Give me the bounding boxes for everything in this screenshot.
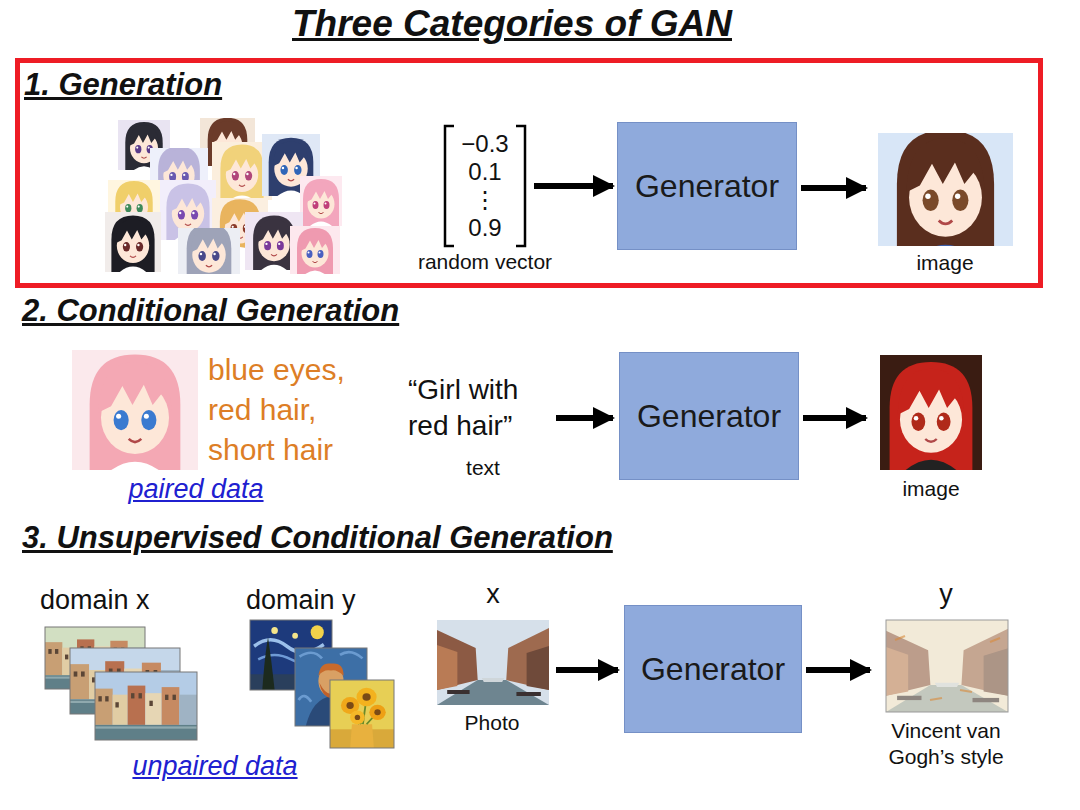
right-bracket [516,126,525,246]
painting-stack [250,620,394,748]
photo-stack [45,627,197,740]
output-caption: image [916,250,973,275]
generated-image [878,122,1013,257]
section-heading: 2. Conditional Generation [22,292,399,329]
painted-image [886,620,1008,712]
output-caption: image [902,476,959,501]
face-collage [103,115,346,283]
condition-text: “Girl with red hair” [408,372,558,445]
data-note: paired data [128,473,263,505]
generator-label: Generator [637,397,781,435]
vector-value: 0.9 [468,214,501,242]
section-heading: 3. Unsupervised Conditional Generation [22,519,613,556]
generator-box: Generator [624,605,802,733]
input-caption: Photo [465,710,520,735]
vector-caption: random vector [418,249,552,274]
variable-label: x [486,578,500,610]
data-note: unpaired data [132,750,297,782]
domain-label: domain x [40,584,150,616]
slide-title: Three Categories of GAN [292,2,732,46]
left-bracket [445,126,454,246]
section-frame: 1. Generationimage−0.30.1⋮0.9random vect… [15,58,1043,288]
domain-label: domain y [246,584,356,616]
attribute-list: blue eyes, red hair, short hair [208,350,373,470]
flow-arrow [556,188,870,670]
output-caption: Vincent van Gogh’s style [871,718,1021,771]
vector-value: ⋮ [473,186,497,214]
variable-label: y [939,578,953,610]
section-heading: 1. Generation [24,66,222,103]
generator-label: Generator [635,167,779,205]
flow-arrow [534,183,613,189]
training-image [72,347,198,473]
generator-box: Generator [617,122,797,250]
generator-label: Generator [641,650,785,688]
vector-bracket: −0.30.1⋮0.9random vector [440,124,530,248]
generator-box: Generator [619,352,799,480]
generated-image [874,355,989,470]
photo-image [437,620,549,705]
vector-value: 0.1 [468,158,501,186]
input-caption: text [466,455,500,480]
vector-value: −0.3 [461,130,508,158]
